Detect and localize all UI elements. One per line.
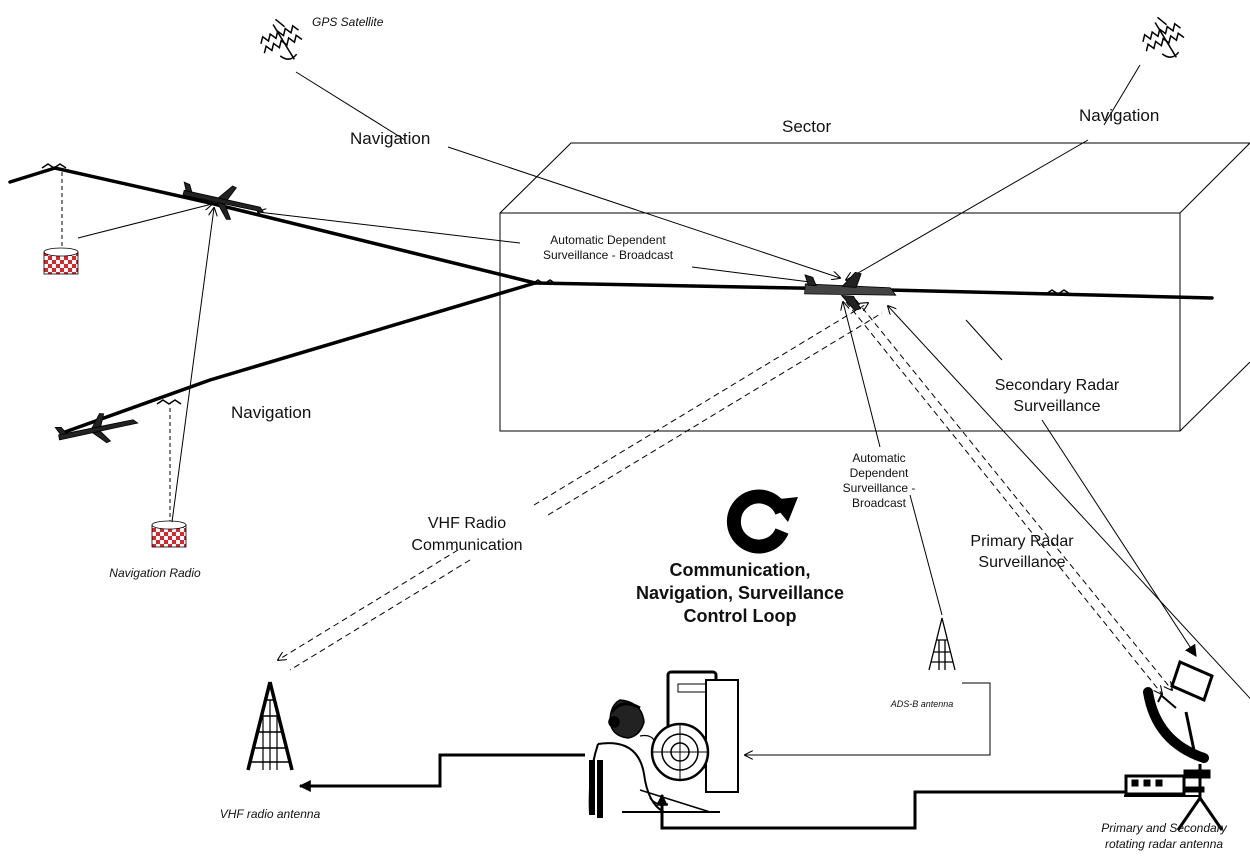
- navigation-label-lower: Navigation: [231, 403, 311, 422]
- ground-links: [298, 753, 1152, 830]
- sector-label: Sector: [782, 117, 831, 136]
- adsb-antenna-label: ADS-B antenna: [890, 699, 954, 709]
- navigation-label-right: Navigation: [1079, 106, 1159, 125]
- gps-satellite-label: GPS Satellite: [312, 15, 384, 29]
- loop-arrow-icon: [726, 489, 798, 554]
- signal-lines: [77, 64, 1250, 700]
- adsb-upper-label-2: Surveillance - Broadcast: [543, 248, 674, 262]
- adsb-lower-label-1: Automatic: [852, 451, 905, 465]
- navigation-radio-icon: [43, 247, 187, 548]
- adsb-lower-label-3: Surveillance -: [843, 481, 916, 495]
- vhf-comm-label-1: VHF Radio: [428, 515, 506, 532]
- radio-tower-icon: [246, 681, 294, 771]
- adsb-lower-label-4: Broadcast: [852, 496, 907, 510]
- radar-antenna-label-2: rotating radar antenna: [1105, 837, 1223, 851]
- cns-loop-label-1: Communication,: [669, 560, 810, 580]
- controller-icon: [588, 670, 739, 818]
- vhf-comm-label-2: Communication: [411, 537, 522, 554]
- dashed-signal-lines: [278, 299, 1172, 694]
- secondary-radar-label-1: Secondary Radar: [995, 377, 1120, 394]
- secondary-radar-label-2: Surveillance: [1013, 398, 1100, 415]
- cns-loop-label-3: Control Loop: [684, 606, 797, 626]
- waypoint-icon: [41, 163, 1071, 405]
- airplane-icon: [54, 181, 897, 444]
- radar-antenna-label-1: Primary and Secondary: [1101, 821, 1227, 835]
- cns-loop-label-2: Navigation, Surveillance: [636, 583, 844, 603]
- navigation-label-left: Navigation: [350, 129, 430, 148]
- nav-radio-links: [61, 172, 171, 522]
- sector-box: [499, 142, 1250, 432]
- navigation-radio-label: Navigation Radio: [109, 566, 201, 580]
- labels: GPS Satellite Navigation Navigation Navi…: [109, 15, 1227, 851]
- primary-radar-label-1: Primary Radar: [970, 533, 1074, 550]
- radar-dish-icon: [1124, 659, 1224, 831]
- adsb-antenna-icon: [928, 617, 956, 671]
- adsb-upper-label-1: Automatic Dependent: [550, 233, 666, 247]
- vhf-radio-antenna-label: VHF radio antenna: [220, 807, 321, 821]
- satellite-icon: [260, 16, 1185, 60]
- adsb-connector: [745, 682, 991, 755]
- primary-radar-label-2: Surveillance: [978, 554, 1065, 571]
- adsb-lower-label-2: Dependent: [850, 466, 909, 480]
